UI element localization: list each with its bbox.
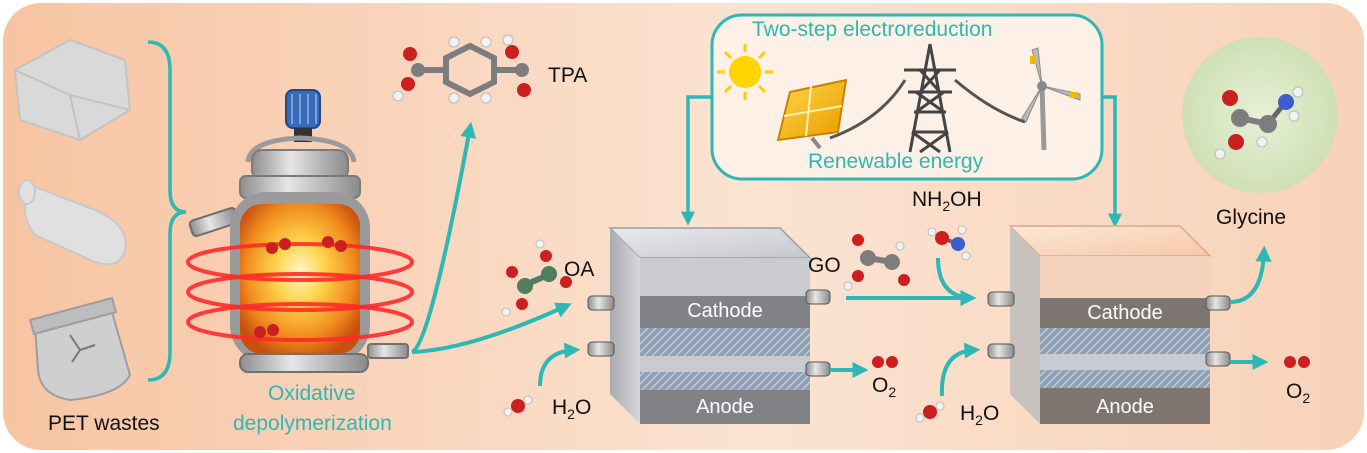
electrolyzer-cell-1 — [587, 227, 831, 424]
label-cathode-1: Cathode — [687, 300, 763, 322]
reactor-vessel — [186, 89, 414, 373]
arrow-h2o-to-cell-2 — [939, 342, 981, 397]
glycine-molecule — [1182, 37, 1338, 193]
h2o-2-part-2: O — [982, 402, 1000, 425]
h2o-1-part-2: O — [574, 396, 592, 419]
label-tpa: TPA — [548, 64, 588, 87]
h2o-2-part-1: H — [960, 402, 976, 425]
h2o-1-part-1: H — [552, 396, 568, 419]
label-glycine: Glycine — [1216, 206, 1287, 229]
o2-1-subscript: 2 — [888, 384, 897, 401]
o2-2-subscript: 2 — [1302, 390, 1311, 407]
power-line — [829, 78, 1026, 140]
label-pet-wastes: PET wastes — [48, 412, 160, 435]
arrow-nh2oh-to-cell-2 — [936, 257, 971, 300]
electrolyzer-cell-2 — [987, 225, 1231, 424]
nh2oh-subscript: 2 — [942, 198, 951, 215]
h2o-2-subscript: 2 — [975, 412, 983, 429]
arrow-energy-to-cell-2 — [1102, 95, 1122, 228]
pet-jar-icon — [28, 296, 132, 402]
waste-bracket — [147, 40, 187, 382]
label-cathode-2: Cathode — [1087, 302, 1163, 324]
h2o-molecule-1 — [503, 395, 533, 417]
sun-icon — [717, 44, 773, 100]
transmission-tower-icon — [904, 43, 956, 154]
tpa-molecule — [392, 34, 531, 104]
label-nh2oh: NH2OH — [912, 188, 982, 214]
label-depolymerization: depolymerization — [233, 412, 392, 435]
label-h2o-1: H2O — [552, 396, 591, 422]
wind-turbine-icon — [1021, 47, 1081, 151]
nh2oh-part-2: OH — [950, 188, 982, 211]
label-go: GO — [808, 254, 841, 277]
label-anode-1: Anode — [696, 396, 754, 418]
label-renewable-energy: Renewable energy — [808, 150, 984, 173]
pet-bottle-icon — [18, 179, 127, 266]
arrow-h2o-to-cell-1 — [538, 342, 581, 387]
o2-2-part: O — [1286, 380, 1303, 403]
o2-1-part: O — [872, 374, 889, 397]
solar-panel-icon — [776, 78, 848, 150]
o2-molecule-2 — [1284, 356, 1310, 368]
o2-molecule-1 — [872, 356, 898, 368]
label-o2-1: O2 — [872, 374, 896, 400]
label-o2-2: O2 — [1286, 380, 1310, 406]
arrow-to-tpa — [410, 121, 477, 354]
go-molecule — [843, 234, 910, 291]
label-oa: OA — [564, 258, 595, 281]
label-anode-2: Anode — [1096, 396, 1154, 418]
pet-waste-container-icon — [13, 38, 132, 142]
label-h2o-2: H2O — [960, 402, 999, 428]
label-oxidative: Oxidative — [268, 382, 356, 405]
label-two-step-electroreduction: Two-step electroreduction — [752, 18, 993, 41]
oa-molecule — [501, 239, 572, 317]
arrow-to-electrolyzer-1 — [411, 302, 572, 354]
nh2oh-molecule — [927, 225, 971, 261]
arrow-to-glycine — [1229, 245, 1272, 304]
h2o-molecule-2 — [915, 401, 945, 423]
h2o-1-subscript: 2 — [567, 406, 575, 423]
nh2oh-part-1: NH — [912, 188, 943, 211]
arrow-energy-to-cell-1 — [681, 95, 712, 226]
